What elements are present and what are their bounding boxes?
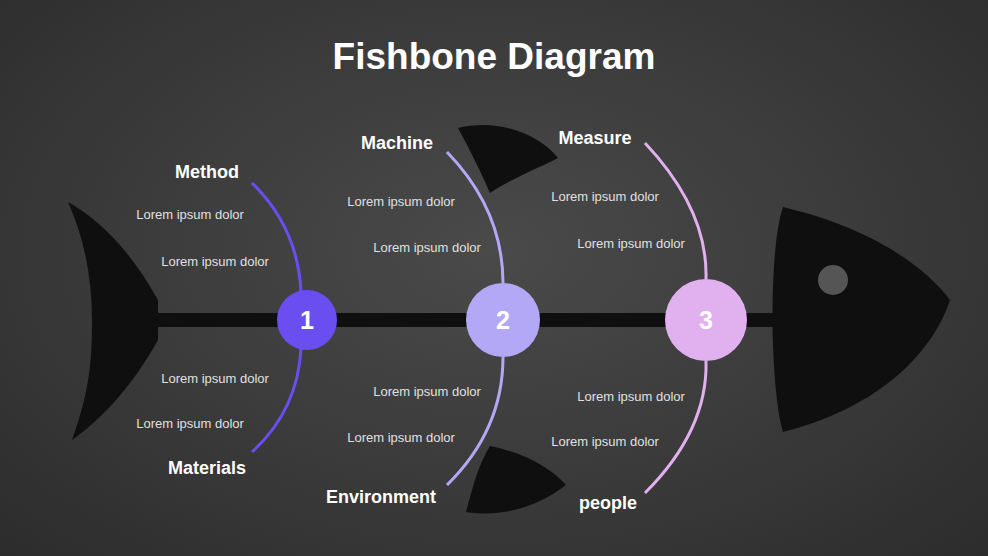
diagram-title: Fishbone Diagram	[0, 36, 988, 78]
cause-text: Lorem ipsum dolor	[105, 254, 325, 269]
category-label: Measure	[485, 128, 705, 149]
category-label: Materials	[97, 458, 317, 479]
category-circle: 2	[466, 283, 540, 357]
fish-bone	[645, 143, 706, 279]
cause-text: Lorem ipsum dolor	[80, 416, 300, 431]
cause-text: Lorem ipsum dolor	[291, 430, 511, 445]
cause-text: Lorem ipsum dolor	[317, 240, 537, 255]
category-label: Machine	[287, 133, 507, 154]
fish-fin	[466, 446, 566, 513]
fish-bone	[645, 361, 706, 493]
callout-number: 3	[699, 306, 713, 335]
fish-bone	[447, 152, 503, 283]
category-circle: 3	[665, 279, 747, 361]
category-label: Environment	[271, 487, 491, 508]
fish-tail	[68, 202, 158, 440]
spine-connector	[337, 320, 466, 321]
cause-text: Lorem ipsum dolor	[521, 236, 741, 251]
connector-line	[337, 313, 466, 327]
fish-eye	[818, 265, 848, 295]
callout-number: 1	[300, 306, 314, 335]
fish-bone	[252, 348, 301, 452]
cause-text: Lorem ipsum dolor	[495, 189, 715, 204]
cause-text: Lorem ipsum dolor	[105, 371, 325, 386]
fish-head	[772, 207, 950, 432]
cause-text: Lorem ipsum dolor	[521, 389, 741, 404]
category-label: Method	[97, 162, 317, 183]
callout-number: 2	[496, 306, 510, 335]
cause-text: Lorem ipsum dolor	[495, 434, 715, 449]
category-circle: 1	[277, 290, 337, 350]
cause-text: Lorem ipsum dolor	[291, 194, 511, 209]
fish-bone	[447, 357, 503, 485]
fish-bone	[252, 183, 301, 292]
spine-connector	[540, 320, 665, 321]
category-label: people	[498, 493, 718, 514]
cause-text: Lorem ipsum dolor	[317, 384, 537, 399]
cause-text: Lorem ipsum dolor	[80, 207, 300, 222]
connector-line	[540, 313, 665, 327]
